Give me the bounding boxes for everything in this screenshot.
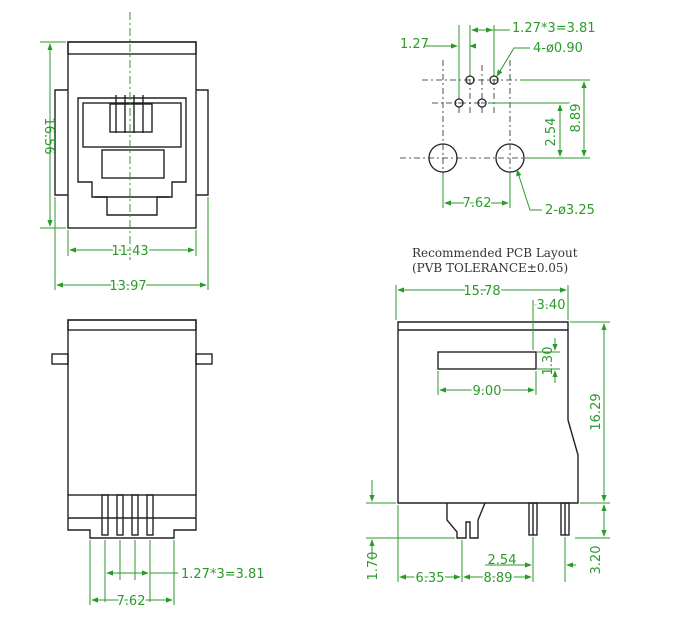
front-dims <box>40 12 209 290</box>
pcb-hole-large-1 <box>428 143 458 173</box>
front-right-tab <box>196 89 209 196</box>
front-latch <box>101 149 165 179</box>
front-inner-width-label: 11.43 <box>111 244 148 259</box>
side-top-offset-label: 3.40 <box>537 298 566 313</box>
front-left-tab <box>54 89 68 196</box>
side-height-label: 16.29 <box>589 393 604 430</box>
pcb-large-holes-label: 2-ø3.25 <box>545 203 595 218</box>
pcb-row-offset-label: 2.54 <box>544 118 559 147</box>
pcb-left-offset-label: 1.27 <box>400 37 429 52</box>
bottom-view <box>51 319 213 539</box>
pcb-caption-line1: Recommended PCB Layout <box>412 246 578 260</box>
bottom-dims <box>89 540 178 605</box>
front-body <box>67 41 197 229</box>
front-port-opening <box>77 97 187 216</box>
side-slot-length-label: 9.00 <box>473 384 502 399</box>
pcb-hole-small-4 <box>477 98 487 108</box>
bottom-body <box>67 319 197 496</box>
pcb-span-label: 7.62 <box>463 196 492 211</box>
side-post <box>446 502 486 539</box>
pcb-caption-line2: (PVB TOLERANCE±0.05) <box>412 261 568 275</box>
pcb-pitch-label: 1.27*3=3.81 <box>512 21 596 36</box>
front-height-label: 16.56 <box>41 117 56 154</box>
side-body <box>397 321 579 504</box>
pcb-hole-large-2 <box>495 143 525 173</box>
front-top-band <box>67 41 197 55</box>
pcb-small-holes-label: 4-ø0.90 <box>533 41 583 56</box>
pcb-hole-small-1 <box>465 75 475 85</box>
side-pin-length-label: 3.20 <box>589 546 604 575</box>
side-pin-span-label: 8.89 <box>484 571 513 586</box>
side-pin-row-label: 2.54 <box>488 553 517 568</box>
bottom-left-post <box>51 353 69 365</box>
pcb-dims <box>425 25 590 211</box>
pcb-layout <box>400 60 535 190</box>
side-pins <box>528 502 570 536</box>
bottom-right-post <box>195 353 213 365</box>
bottom-span-label: 7.62 <box>117 594 146 609</box>
side-dims <box>366 285 610 582</box>
bottom-pins <box>101 494 154 536</box>
side-slot <box>437 351 537 370</box>
side-length-label: 15.78 <box>463 284 500 299</box>
side-post-height-label: 1.70 <box>366 552 381 581</box>
front-outer-width-label: 13.97 <box>109 279 146 294</box>
pcb-height-label: 8.89 <box>569 104 584 133</box>
side-post-offset-label: 6.35 <box>416 571 445 586</box>
front-contact-block <box>82 102 182 148</box>
side-slot-height-label: 1.30 <box>541 347 556 376</box>
bottom-base <box>67 495 197 539</box>
pcb-hole-small-2 <box>489 75 499 85</box>
bottom-pitch-label: 1.27*3=3.81 <box>181 567 265 582</box>
front-view <box>54 41 209 229</box>
pcb-hole-small-3 <box>454 98 464 108</box>
side-view <box>397 321 579 539</box>
